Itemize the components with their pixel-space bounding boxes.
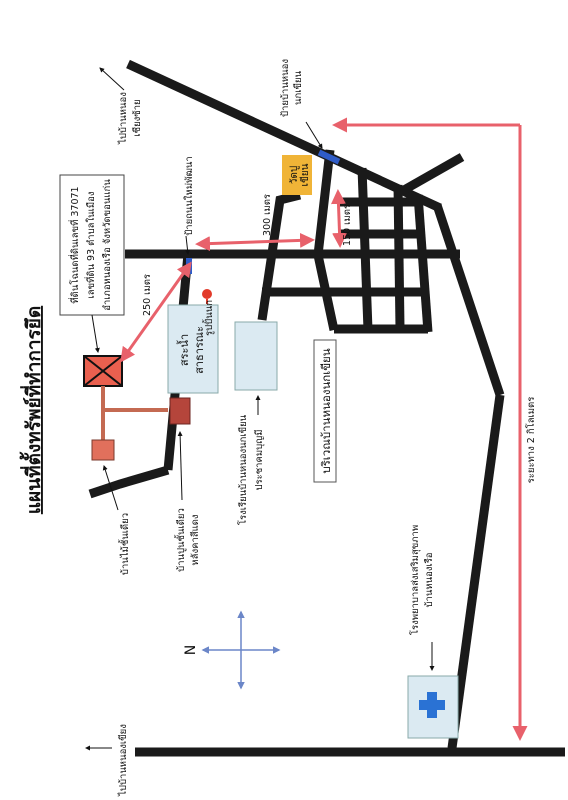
compass-north-label: N [183,645,199,655]
route-arrows [120,117,528,741]
wat-label-1: วัดปู [289,166,300,184]
house-left-marker [91,439,115,461]
road-grid-v2 [393,184,405,329]
house-mid-marker [169,397,191,425]
label-distance-2km: ระยะทาง 2 กิโลเมตร [525,397,537,484]
pond-label-1: สระน้ำ [176,334,191,366]
road-grid-v3 [413,194,433,333]
sign-nong-nok-khian-marker [317,149,341,165]
route-250m-arrow [120,261,192,363]
property-line-1: ที่ดินโฉนดที่ดินเลขที่ 37071 [68,186,81,303]
pointer-sign-nong-nok-khian [305,121,323,149]
pointer-house-mid [177,431,183,501]
label-community: ประชาคมบุญมี [253,429,265,490]
label-sign-nong-nok-khian-1: ป้ายบ้านหนอง [280,59,291,117]
compass-rose [201,610,281,690]
property-info-box: ที่ดินโฉนดที่ดินเลขที่ 37071 เลขที่ดิน 9… [59,174,125,316]
pointer-to-nong-chiang [99,67,125,91]
label-to-nong-khiang: ไปบ้านหนองเขียง [117,724,129,797]
property-pointer [91,314,100,353]
wat-pu-khian: วัดปู เขียน [282,155,312,195]
label-sign-nong-nok-khian-2: นกเขียน [292,70,304,105]
property-line-2: เลขที่ดิน 93 ตำบลในเมือง [84,192,97,299]
label-to-nong-chiang-1: ไปบ้านหนอง [117,92,129,145]
pond-label-2: สาธารณะ [193,326,206,374]
road-south-main [447,394,505,749]
road-east-main [432,203,505,397]
label-distance-150m: 150 เมตร [342,204,353,246]
road-village-side [313,149,339,331]
village-label: บริเวณบ้านหนองนกเขียน [319,348,333,473]
route-150m-arrow [330,189,348,248]
road-north-spur [401,153,465,194]
road-school-side [257,190,302,321]
pointer-house-left [102,465,119,511]
statue-marker [202,289,212,299]
label-sign-ban-non-mai: ป้ายถนนใหม่พัฒนา [183,156,195,236]
pointer-sign-ban-non-mai [185,235,191,255]
label-house-left: บ้านไม้ชั้นเดียว [118,513,131,575]
map-title: แผนที่ตั้งทรัพย์ที่ทำการยึด [19,306,45,514]
property-branch [101,386,168,440]
label-to-nong-chiang-2: เชียงซ้าย [131,99,143,136]
label-distance-300m: 300 เมตร [262,194,273,236]
label-house-mid-2: หลังคาสีแดง [189,514,201,565]
village-label-box: บริเวณบ้านหนองนกเขียน [313,339,337,483]
hospital [407,675,459,739]
road-grid-v1 [357,167,373,331]
property-marker [83,355,123,387]
school-building [234,321,278,391]
label-school: โรงเรียนบ้านหนองนกเขียน [237,414,249,525]
road-main-diagonal [126,59,442,213]
label-statue: รูปปั้นนก [202,300,215,336]
label-distance-250m: 250 เมตร [142,274,153,316]
label-hospital-2: บ้านหนองเรือ [424,552,435,607]
wat-label-2: เขียน [299,163,311,186]
road-property-bend [88,465,170,499]
label-house-mid-1: บ้านปูนชั้นเดียว [174,508,187,572]
label-hospital-1: โรงพยาบาลส่งเสริมสุขภาพ [409,525,421,635]
route-300m-arrow [195,232,315,252]
property-line-3: อำเภอหนองเรือ จังหวัดขอนแก่น [102,179,113,311]
